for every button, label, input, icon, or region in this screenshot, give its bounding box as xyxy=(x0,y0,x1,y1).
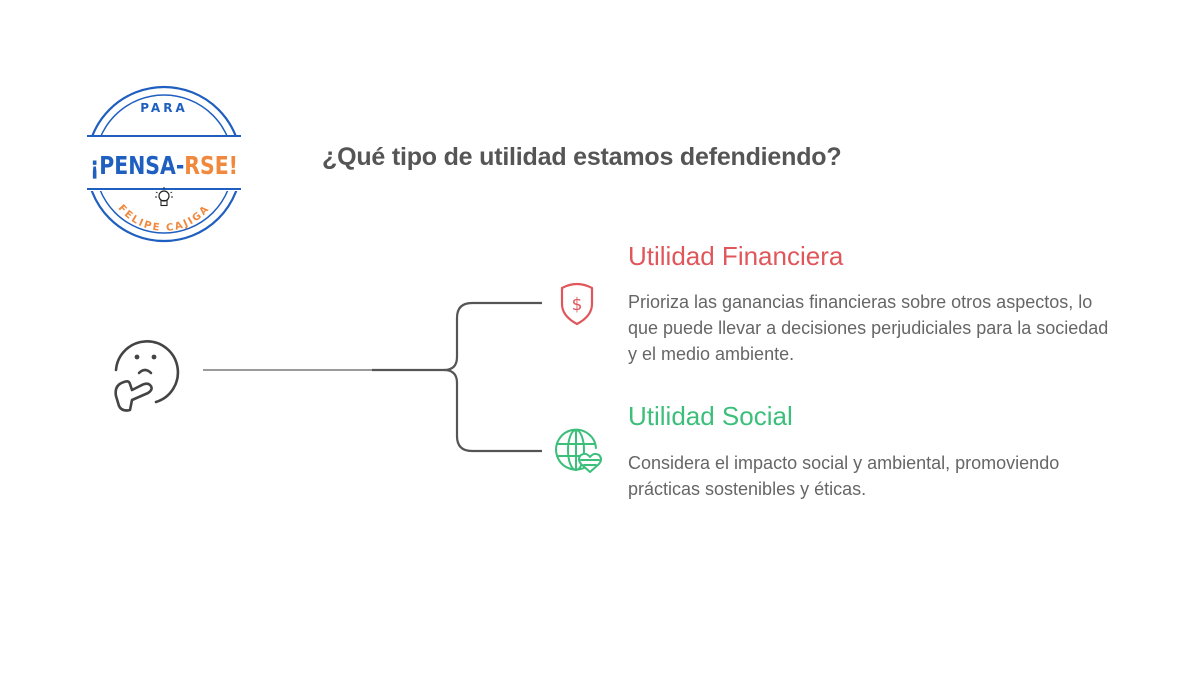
shield-dollar-icon: $ xyxy=(550,276,604,330)
svg-text:$: $ xyxy=(572,295,583,315)
branch-title-social: Utilidad Social xyxy=(628,401,793,431)
branch-description-financial: Prioriza las ganancias financieras sobre… xyxy=(628,289,1108,367)
branch-title-financial: Utilidad Financiera xyxy=(628,241,844,271)
branch-description-social: Considera el impacto social y ambiental,… xyxy=(628,450,1059,502)
logo-top-text: PARA xyxy=(140,101,188,115)
description-line: y el medio ambiente. xyxy=(628,344,795,364)
description-line: Considera el impacto social y ambiental,… xyxy=(628,453,1060,473)
pensa-rse-logo: PARA ¡PENSA-RSE! FELIPE CAJIGA xyxy=(84,84,244,244)
diagram-question: ¿Qué tipo de utilidad estamos defendiend… xyxy=(322,143,842,171)
description-line: prácticas sostenibles y éticas. xyxy=(628,479,867,499)
thinking-face-icon xyxy=(104,330,186,414)
globe-heart-icon xyxy=(550,424,604,478)
logo-main-text-orange: RSE! xyxy=(184,151,238,180)
lightbulb-icon xyxy=(155,187,173,207)
svg-text:¡PENSA-RSE!: ¡PENSA-RSE! xyxy=(90,151,238,180)
logo-main-text-blue: ¡PENSA- xyxy=(90,151,184,180)
description-line: que puede llevar a decisiones perjudicia… xyxy=(628,318,1109,338)
description-line: Prioriza las ganancias financieras sobre… xyxy=(628,292,1093,312)
